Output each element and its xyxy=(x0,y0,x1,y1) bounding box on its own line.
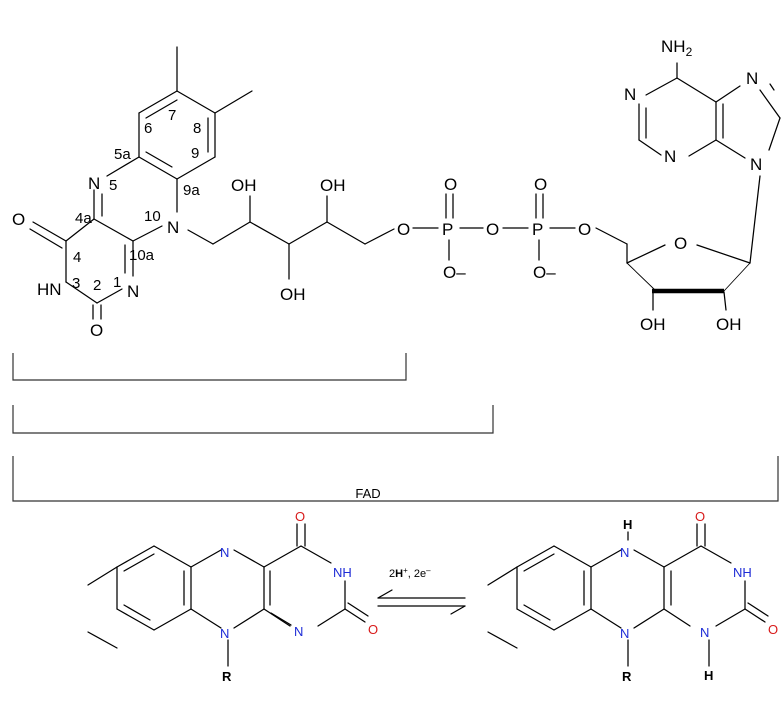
adenine-labels: NH2 N N N N xyxy=(624,37,762,174)
phosphate-labels: O P O P O O O O– O– xyxy=(397,175,591,282)
ribose-labels: O OH OH xyxy=(640,234,742,334)
ox-o-right: O xyxy=(368,622,378,637)
phosphate-anion-1: O– xyxy=(443,263,466,282)
ring-number-8: 8 xyxy=(193,120,201,137)
fad-structure xyxy=(29,46,781,320)
bracket-fad xyxy=(12,456,779,502)
ring-number-1: 1 xyxy=(113,274,121,291)
fad-atom-labels: N N N HN O O xyxy=(12,174,179,340)
ribose-ring-oxygen: O xyxy=(674,234,687,253)
ring-number-9: 9 xyxy=(191,145,199,162)
ring-number-4: 4 xyxy=(73,249,81,266)
red-h-top: H xyxy=(623,517,632,532)
red-n-bottom: N xyxy=(620,626,629,641)
bracket-group: FAD xyxy=(12,353,779,502)
arrow-backward-head xyxy=(450,605,466,615)
phosphoryl-oxygen-1: O xyxy=(444,175,457,194)
red-n-top: N xyxy=(620,545,629,560)
bridge-oxygen-3: O xyxy=(578,220,591,239)
phosphorus-2: P xyxy=(532,220,543,239)
ring-number-5a: 5a xyxy=(114,146,131,163)
ox-o-top: O xyxy=(295,509,305,524)
ring-number-10a: 10a xyxy=(129,247,155,264)
atom-o4: O xyxy=(12,210,25,229)
ox-n-bottom: N xyxy=(220,626,229,641)
red-h-lower: H xyxy=(704,668,713,683)
red-n-lower: N xyxy=(700,625,709,640)
bracket-riboflavin xyxy=(12,353,407,381)
ribityl-oh-1: OH xyxy=(231,176,257,195)
red-o-top: O xyxy=(695,509,705,524)
ox-nh: NH xyxy=(333,565,352,580)
ox-r-group: R xyxy=(222,669,232,684)
ring-number-4a: 4a xyxy=(75,210,92,227)
ring-number-7: 7 xyxy=(168,107,176,124)
phosphate-bridge xyxy=(412,193,576,261)
adenine-n-d: N xyxy=(750,155,762,174)
atom-n10: N xyxy=(167,218,179,237)
red-r-group: R xyxy=(622,669,632,684)
arrow-label: 2H+, 2e– xyxy=(389,566,431,580)
bracket-fmn xyxy=(12,405,494,434)
phosphoryl-oxygen-2: O xyxy=(534,175,547,194)
ribityl-oh-3: OH xyxy=(280,285,306,304)
phosphate-anion-2: O– xyxy=(533,263,556,282)
atom-n1: N xyxy=(127,282,139,301)
adenine-n-c: N xyxy=(746,69,758,88)
reduced-flavin-labels: H N N NH N H O O R xyxy=(620,509,778,684)
red-methyl-1 xyxy=(487,566,518,586)
oxidized-flavin-labels: N N N NH O O R xyxy=(220,509,378,684)
equilibrium-arrow: 2H+, 2e– xyxy=(377,566,466,615)
ring-number-9a: 9a xyxy=(183,182,200,199)
ribityl-chain xyxy=(187,195,395,280)
pyrazine-ring xyxy=(93,156,178,242)
ring-number-5: 5 xyxy=(109,177,117,194)
ribose-oh-right: OH xyxy=(716,315,742,334)
ring-number-10: 10 xyxy=(144,208,161,225)
atom-o2: O xyxy=(90,321,103,340)
pyrimidine-ring xyxy=(29,218,134,320)
ribityl-oh-2: OH xyxy=(320,176,346,195)
adenine-n-b: N xyxy=(664,147,676,166)
reduced-flavin xyxy=(487,523,769,667)
bracket-fad-label: FAD xyxy=(355,486,380,501)
atom-n5: N xyxy=(88,174,100,193)
ox-methyl-2 xyxy=(87,631,118,649)
phosphorus-1: P xyxy=(442,220,453,239)
bridge-oxygen-1: O xyxy=(397,220,410,239)
red-methyl-2 xyxy=(487,631,518,649)
red-o-right: O xyxy=(768,622,778,637)
adenine xyxy=(638,62,781,159)
ring-number-3: 3 xyxy=(72,275,80,292)
atom-hn3: HN xyxy=(37,280,62,299)
oxidized-flavin xyxy=(87,523,369,667)
ribose-ring xyxy=(595,175,761,311)
adenine-n-a: N xyxy=(624,85,636,104)
adenine-amino: NH2 xyxy=(661,37,693,59)
ox-n-right: N xyxy=(294,624,303,639)
ribose-oh-left: OH xyxy=(640,315,666,334)
methyl-bond-right xyxy=(214,90,253,114)
arrow-forward-head xyxy=(377,589,393,599)
ring-number-2: 2 xyxy=(93,277,101,294)
red-nh-right: NH xyxy=(733,565,752,580)
ring-number-labels: 6 7 8 9 5a 9a 5 4a 10 10a 4 3 2 1 xyxy=(72,107,201,294)
ox-n-top: N xyxy=(220,545,229,560)
benzene-ring xyxy=(138,90,216,180)
ribityl-hydroxyls: OH OH OH xyxy=(231,176,346,304)
ring-number-6: 6 xyxy=(144,120,152,137)
bridge-oxygen-2: O xyxy=(486,220,499,239)
ox-methyl-1 xyxy=(87,566,118,586)
